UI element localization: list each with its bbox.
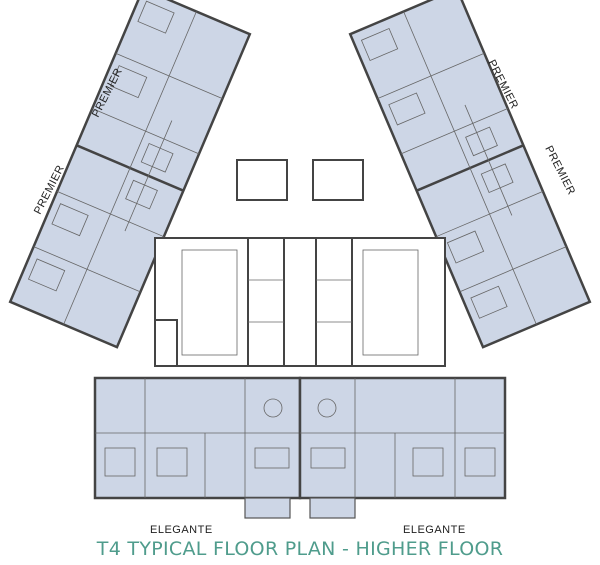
wing-label-premier-right-bottom: PREMIER bbox=[542, 144, 577, 197]
wing-label-elegante-left: ELEGANTE bbox=[150, 524, 213, 536]
central-core bbox=[154, 159, 446, 367]
plan-title: T4 TYPICAL FLOOR PLAN - HIGHER FLOOR bbox=[96, 538, 504, 560]
elegante-units bbox=[93, 376, 507, 520]
wing-label-elegante-right: ELEGANTE bbox=[403, 524, 466, 536]
